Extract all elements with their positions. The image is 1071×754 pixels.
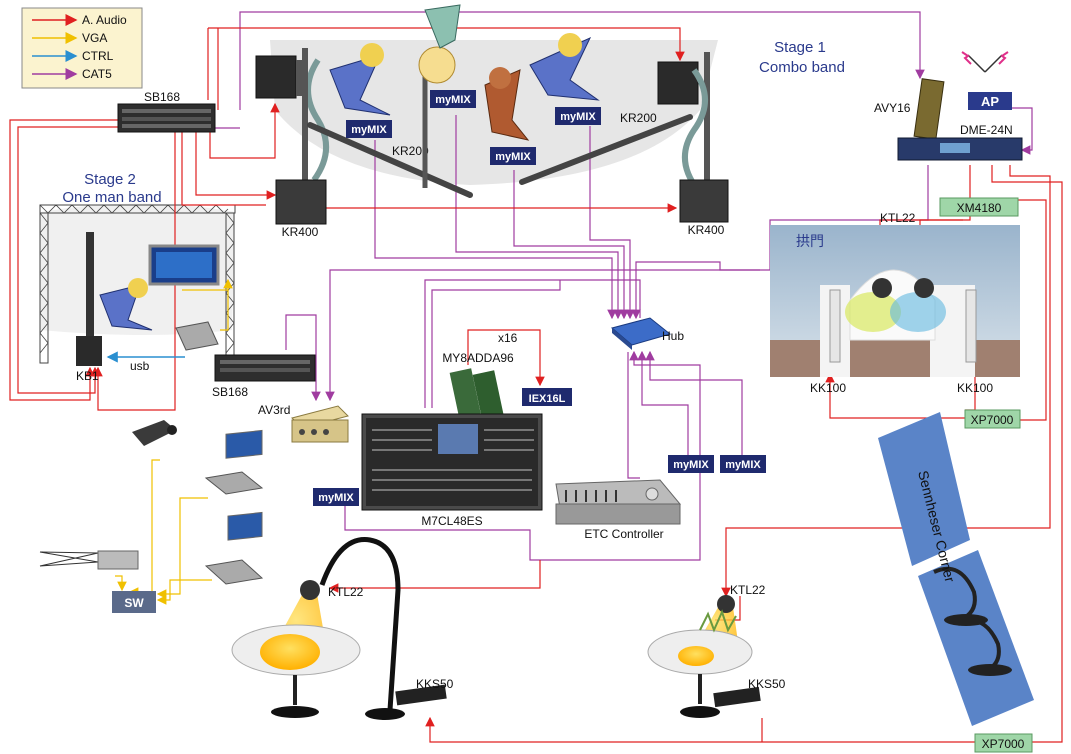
legend-audio: A. Audio [82,13,127,27]
kk100-right-label: KK100 [957,381,993,395]
kks50-left-label: KKS50 [416,677,454,691]
kb1-label: KB1 [76,369,99,383]
vga-wires [115,278,233,605]
mymix-tag-7 [313,488,359,506]
avy16-label: AVY16 [874,101,911,115]
mymix-tag-1-text: myMIX [351,124,387,136]
sb168-mid-label: SB168 [212,385,248,399]
m7cl-console [361,413,543,511]
stage1-title: Stage 1 [774,39,826,56]
av-peripherals [39,420,264,613]
mymix-tag-3 [490,147,536,165]
sb168-top-label: SB168 [144,90,180,104]
avy16-card [913,78,945,140]
kr200-left-label: KR200 [392,144,429,158]
kr400-left-speaker [275,179,327,225]
etc-label: ETC Controller [584,527,663,541]
mymix-tag-4 [555,107,601,125]
stage1-subtitle: Combo band [759,59,845,76]
mymix-tag-5 [668,455,714,473]
console-label: M7CL48ES [421,514,482,528]
mymix-tag-6 [720,455,766,473]
line-array-right [519,114,693,185]
mymix-tag-7-text: myMIX [318,492,354,504]
stage2-subtitle: One man band [62,189,161,206]
legend-vga: VGA [82,31,107,45]
sb168-top-rack [117,103,216,133]
right-table [647,595,761,718]
kr400-right-speaker [679,179,729,223]
kr200-left-speaker [255,48,330,188]
ap-device: AP [961,51,1012,110]
ktl22-right-label: KTL22 [730,583,766,597]
mymix-tag-5-text: myMIX [673,459,709,471]
xp7000-bottom-label: XP7000 [982,737,1025,751]
iex16l-text: IEX16L [529,393,566,405]
sw-label: SW [124,596,144,610]
kr400-right-label: KR400 [688,223,725,237]
stage2-title: Stage 2 [84,171,136,188]
x16-label: x16 [498,331,518,345]
mymix-tag-3-text: myMIX [495,151,531,163]
legend: A. Audio VGA CTRL CAT5 [21,7,143,89]
xp7000-mid-label: XP7000 [971,413,1014,427]
ap-label: AP [981,94,999,109]
iex16l-tag [522,388,572,406]
av3rd-label: AV3rd [258,403,290,417]
xm4180-tag [939,197,1019,217]
xm4180-label: XM4180 [957,201,1002,215]
xp7000-bottom-tag [974,733,1033,753]
dme24n-display [940,143,970,153]
kr400-left-label: KR400 [282,225,319,239]
usb-label: usb [130,359,150,373]
kr200-right-speaker [657,52,710,192]
mymix-tag-2-text: myMIX [435,94,471,106]
audio-wires [9,27,1063,743]
mymix-tag-2 [430,90,476,108]
hub-label: Hub [662,329,684,343]
legend-ctrl: CTRL [82,49,114,63]
gate-caption: 拱門 [796,233,824,249]
mymix-tag-1 [346,120,392,138]
left-table [231,537,447,720]
sennheser-corner [878,412,1034,726]
dme24n-label: DME-24N [960,123,1013,137]
line-array-left [307,122,473,198]
band-musicians [329,4,600,141]
xp7000-mid-tag [964,409,1021,429]
stage2-gear [76,232,220,366]
legend-cat5: CAT5 [82,67,112,81]
my8-label: MY8ADDA96 [442,351,514,365]
mymix-tag-4-text: myMIX [560,111,596,123]
kr200-right-label: KR200 [620,111,657,125]
ktl22-top-label: KTL22 [880,211,916,225]
av3rd-device [291,405,349,443]
etc-controller [555,479,682,525]
gate-photo [770,225,1020,377]
kk100-left-label: KK100 [810,381,846,395]
hub-device [610,317,672,350]
kks50-right-label: KKS50 [748,677,786,691]
mymix-tag-6-text: myMIX [725,459,761,471]
ktl22-left-label: KTL22 [328,585,364,599]
